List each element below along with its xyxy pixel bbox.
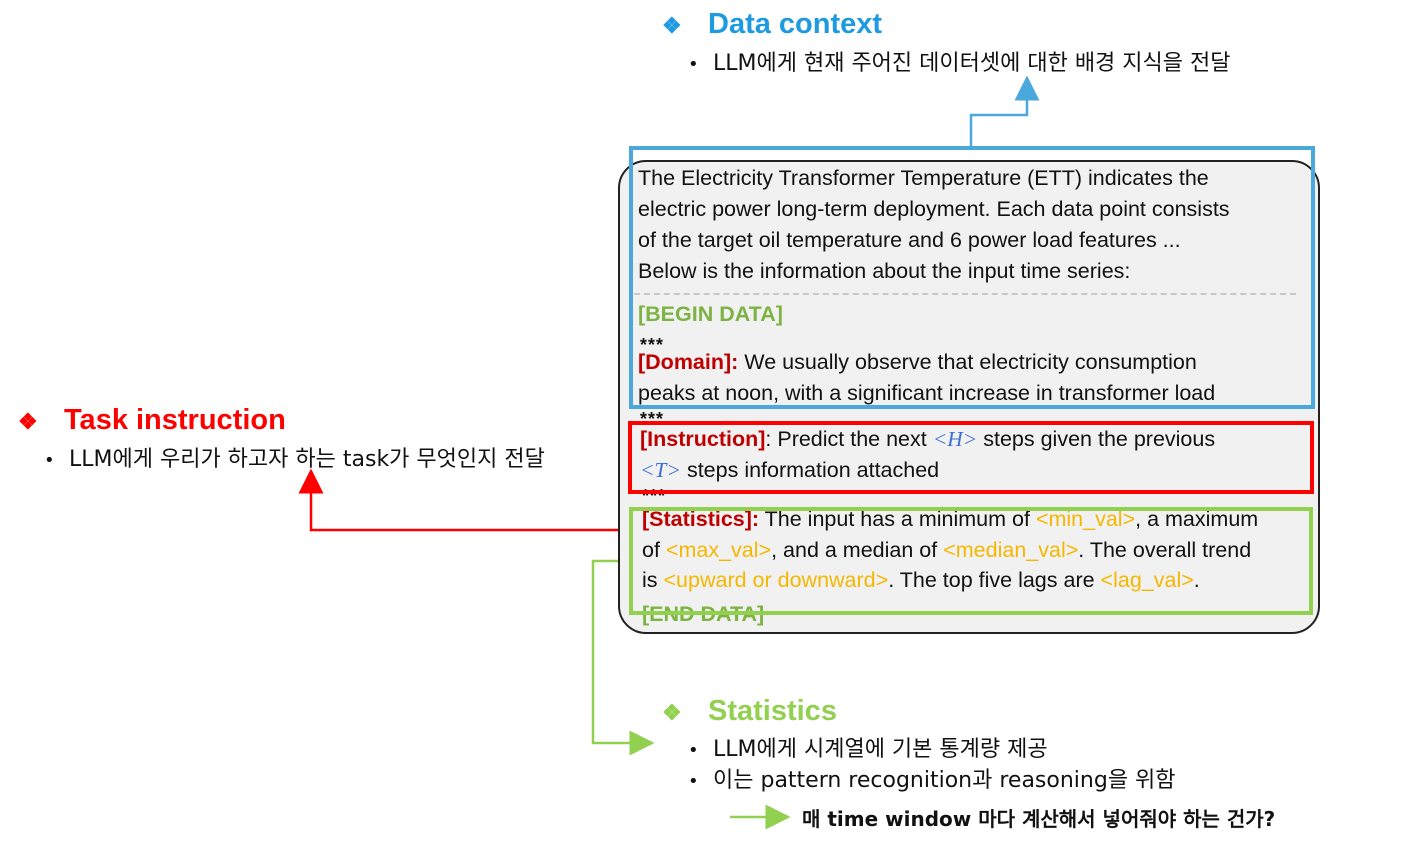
context-line: of the target oil temperature and 6 powe… xyxy=(638,228,1181,252)
lookback-placeholder: <T> xyxy=(640,458,681,482)
max-val-placeholder: <max_val> xyxy=(665,538,772,562)
instruction-label: [Instruction] xyxy=(640,427,766,451)
statistics-text: . xyxy=(1193,568,1200,592)
begin-data-tag: [BEGIN DATA] xyxy=(638,302,783,326)
instruction-line-2: <T> steps information attached xyxy=(640,455,939,486)
task-instruction-description: LLM에게 우리가 하고자 하는 task가 무엇인지 전달 xyxy=(69,447,545,472)
data-context-heading: ❖ Data context xyxy=(662,8,882,41)
statistics-title: Statistics xyxy=(708,695,837,727)
statistics-text: of xyxy=(642,538,666,562)
context-paragraph: The Electricity Transformer Temperature … xyxy=(638,163,1230,287)
separator-stars: *** xyxy=(640,335,665,355)
data-context-description: LLM에게 현재 주어진 데이터셋에 대한 배경 지식을 전달 xyxy=(713,51,1231,76)
statistics-heading: ❖ Statistics xyxy=(662,695,837,728)
diamond-bullet-icon: ❖ xyxy=(18,409,38,434)
task-instruction-bullet: • LLM에게 우리가 하고자 하는 task가 무엇인지 전달 xyxy=(44,441,545,473)
lag-val-placeholder: <lag_val> xyxy=(1100,568,1194,592)
task-instruction-title: Task instruction xyxy=(64,404,286,436)
statistics-question-note: 매 time window 마다 계산해서 넣어줘야 하는 건가? xyxy=(802,807,1276,831)
bullet-dot-icon: • xyxy=(688,740,699,761)
statistics-label: [Statistics]: xyxy=(642,507,760,531)
separator-dashed-line xyxy=(634,293,1296,295)
trend-placeholder: <upward or downward> xyxy=(663,568,889,592)
median-val-placeholder: <median_val> xyxy=(943,538,1079,562)
instruction-line-1: [Instruction]: Predict the next <H> step… xyxy=(640,424,1215,455)
statistics-connector xyxy=(591,559,655,756)
task-instruction-heading: ❖ Task instruction xyxy=(18,404,286,437)
statistics-bullet: • 이는 pattern recognition과 reasoning을 위함 xyxy=(688,762,1176,794)
diamond-bullet-icon: ❖ xyxy=(662,13,682,38)
context-line: The Electricity Transformer Temperature … xyxy=(638,166,1209,190)
bullet-dot-icon: • xyxy=(44,450,55,471)
bullet-dot-icon: • xyxy=(688,54,699,75)
diamond-bullet-icon: ❖ xyxy=(662,700,682,725)
instruction-text: steps given the previous xyxy=(977,427,1216,451)
instruction-text: : Predict the next xyxy=(765,427,933,451)
min-val-placeholder: <min_val> xyxy=(1035,507,1136,531)
data-context-bullet: • LLM에게 현재 주어진 데이터셋에 대한 배경 지식을 전달 xyxy=(688,45,1231,77)
bullet-dot-icon: • xyxy=(688,771,699,792)
statistics-text: . The overall trend xyxy=(1078,538,1252,562)
domain-line-1: [Domain]: We usually observe that electr… xyxy=(638,347,1197,378)
statistics-text: , a maximum xyxy=(1135,507,1259,531)
statistics-text: is xyxy=(642,568,664,592)
statistics-description: LLM에게 시계열에 기본 통계량 제공 xyxy=(713,737,1048,762)
context-line: Below is the information about the input… xyxy=(638,259,1131,283)
instruction-text: steps information attached xyxy=(680,458,940,482)
domain-text: We usually observe that electricity cons… xyxy=(738,350,1197,374)
statistics-text: , and a median of xyxy=(771,538,944,562)
horizon-placeholder: <H> xyxy=(932,427,978,451)
statistics-line-2: of <max_val>, and a median of <median_va… xyxy=(642,535,1314,566)
context-line: electric power long-term deployment. Eac… xyxy=(638,197,1230,221)
statistics-description: 이는 pattern recognition과 reasoning을 위함 xyxy=(713,768,1176,793)
statistics-highlight-box xyxy=(629,507,1313,615)
data-context-highlight-box xyxy=(629,146,1315,409)
statistics-bullet: • LLM에게 시계열에 기본 통계량 제공 xyxy=(688,731,1048,763)
data-context-title: Data context xyxy=(708,8,883,40)
statistics-line-3: is <upward or downward>. The top five la… xyxy=(642,565,1200,596)
prompt-panel xyxy=(618,160,1320,634)
statistics-line-1: [Statistics]: The input has a minimum of… xyxy=(642,504,1258,535)
domain-label: [Domain]: xyxy=(638,350,739,374)
statistics-text: . The top five lags are xyxy=(888,568,1101,592)
task-instruction-highlight-box xyxy=(628,421,1314,494)
statistics-text: The input has a minimum of xyxy=(759,507,1036,531)
data-context-connector xyxy=(969,75,1040,146)
domain-line-2: peaks at noon, with a significant increa… xyxy=(638,381,1216,405)
